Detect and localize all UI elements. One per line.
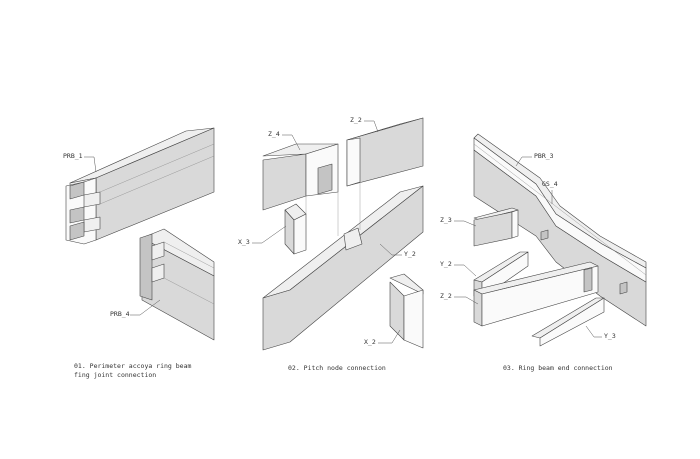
- ring-beam-pbr-3: [473, 133, 647, 327]
- label-z-4: Z_4: [268, 130, 280, 138]
- panel-3-ring-beam-end: PBR_3 GS_4 Z_3 Y_2 Z_2 Y_3 03. Ring beam…: [440, 133, 647, 372]
- label-y-2: Y_2: [440, 260, 452, 268]
- label-pbr-3: PBR_3: [534, 152, 554, 160]
- caption-1-line-2: fing joint connection: [74, 371, 156, 379]
- label-z-3: Z_3: [440, 216, 452, 224]
- label-y-3: Y_3: [604, 332, 616, 340]
- beam-z-4: [262, 143, 339, 211]
- beam-prb-4: [139, 228, 215, 341]
- beam-z-2-long: [473, 261, 599, 327]
- rafter-main: [262, 185, 424, 351]
- label-z-2: Z_2: [440, 292, 452, 300]
- beam-z-3: [473, 207, 519, 247]
- post-x-3: [284, 203, 307, 255]
- caption-1-line-1: 01. Perimeter accoya ring beam: [74, 362, 191, 370]
- panel-2-pitch-node: Z_4 Z_2 X_3 Y_2 X_2 02. Pitch node conne…: [238, 116, 424, 372]
- post-x-2: [389, 273, 424, 349]
- label-x-2: X_2: [364, 338, 376, 346]
- beam-z-2: [346, 117, 424, 187]
- panel-1-finger-joint: PRB_1 PRB_4 01. Perimeter accoya ring be…: [63, 127, 215, 379]
- caption-3-line-1: 03. Ring beam end connection: [503, 364, 613, 372]
- beam-y-3: [531, 297, 605, 347]
- label-prb-4: PRB_4: [110, 310, 130, 318]
- label-z-2: Z_2: [350, 116, 362, 124]
- label-prb-1: PRB_1: [63, 152, 83, 160]
- label-gs-4: GS_4: [542, 180, 558, 188]
- label-y-2: Y_2: [404, 250, 416, 258]
- caption-2-line-1: 02. Pitch node connection: [288, 364, 386, 372]
- beam-prb-1: [65, 127, 215, 245]
- label-x-3: X_3: [238, 238, 250, 246]
